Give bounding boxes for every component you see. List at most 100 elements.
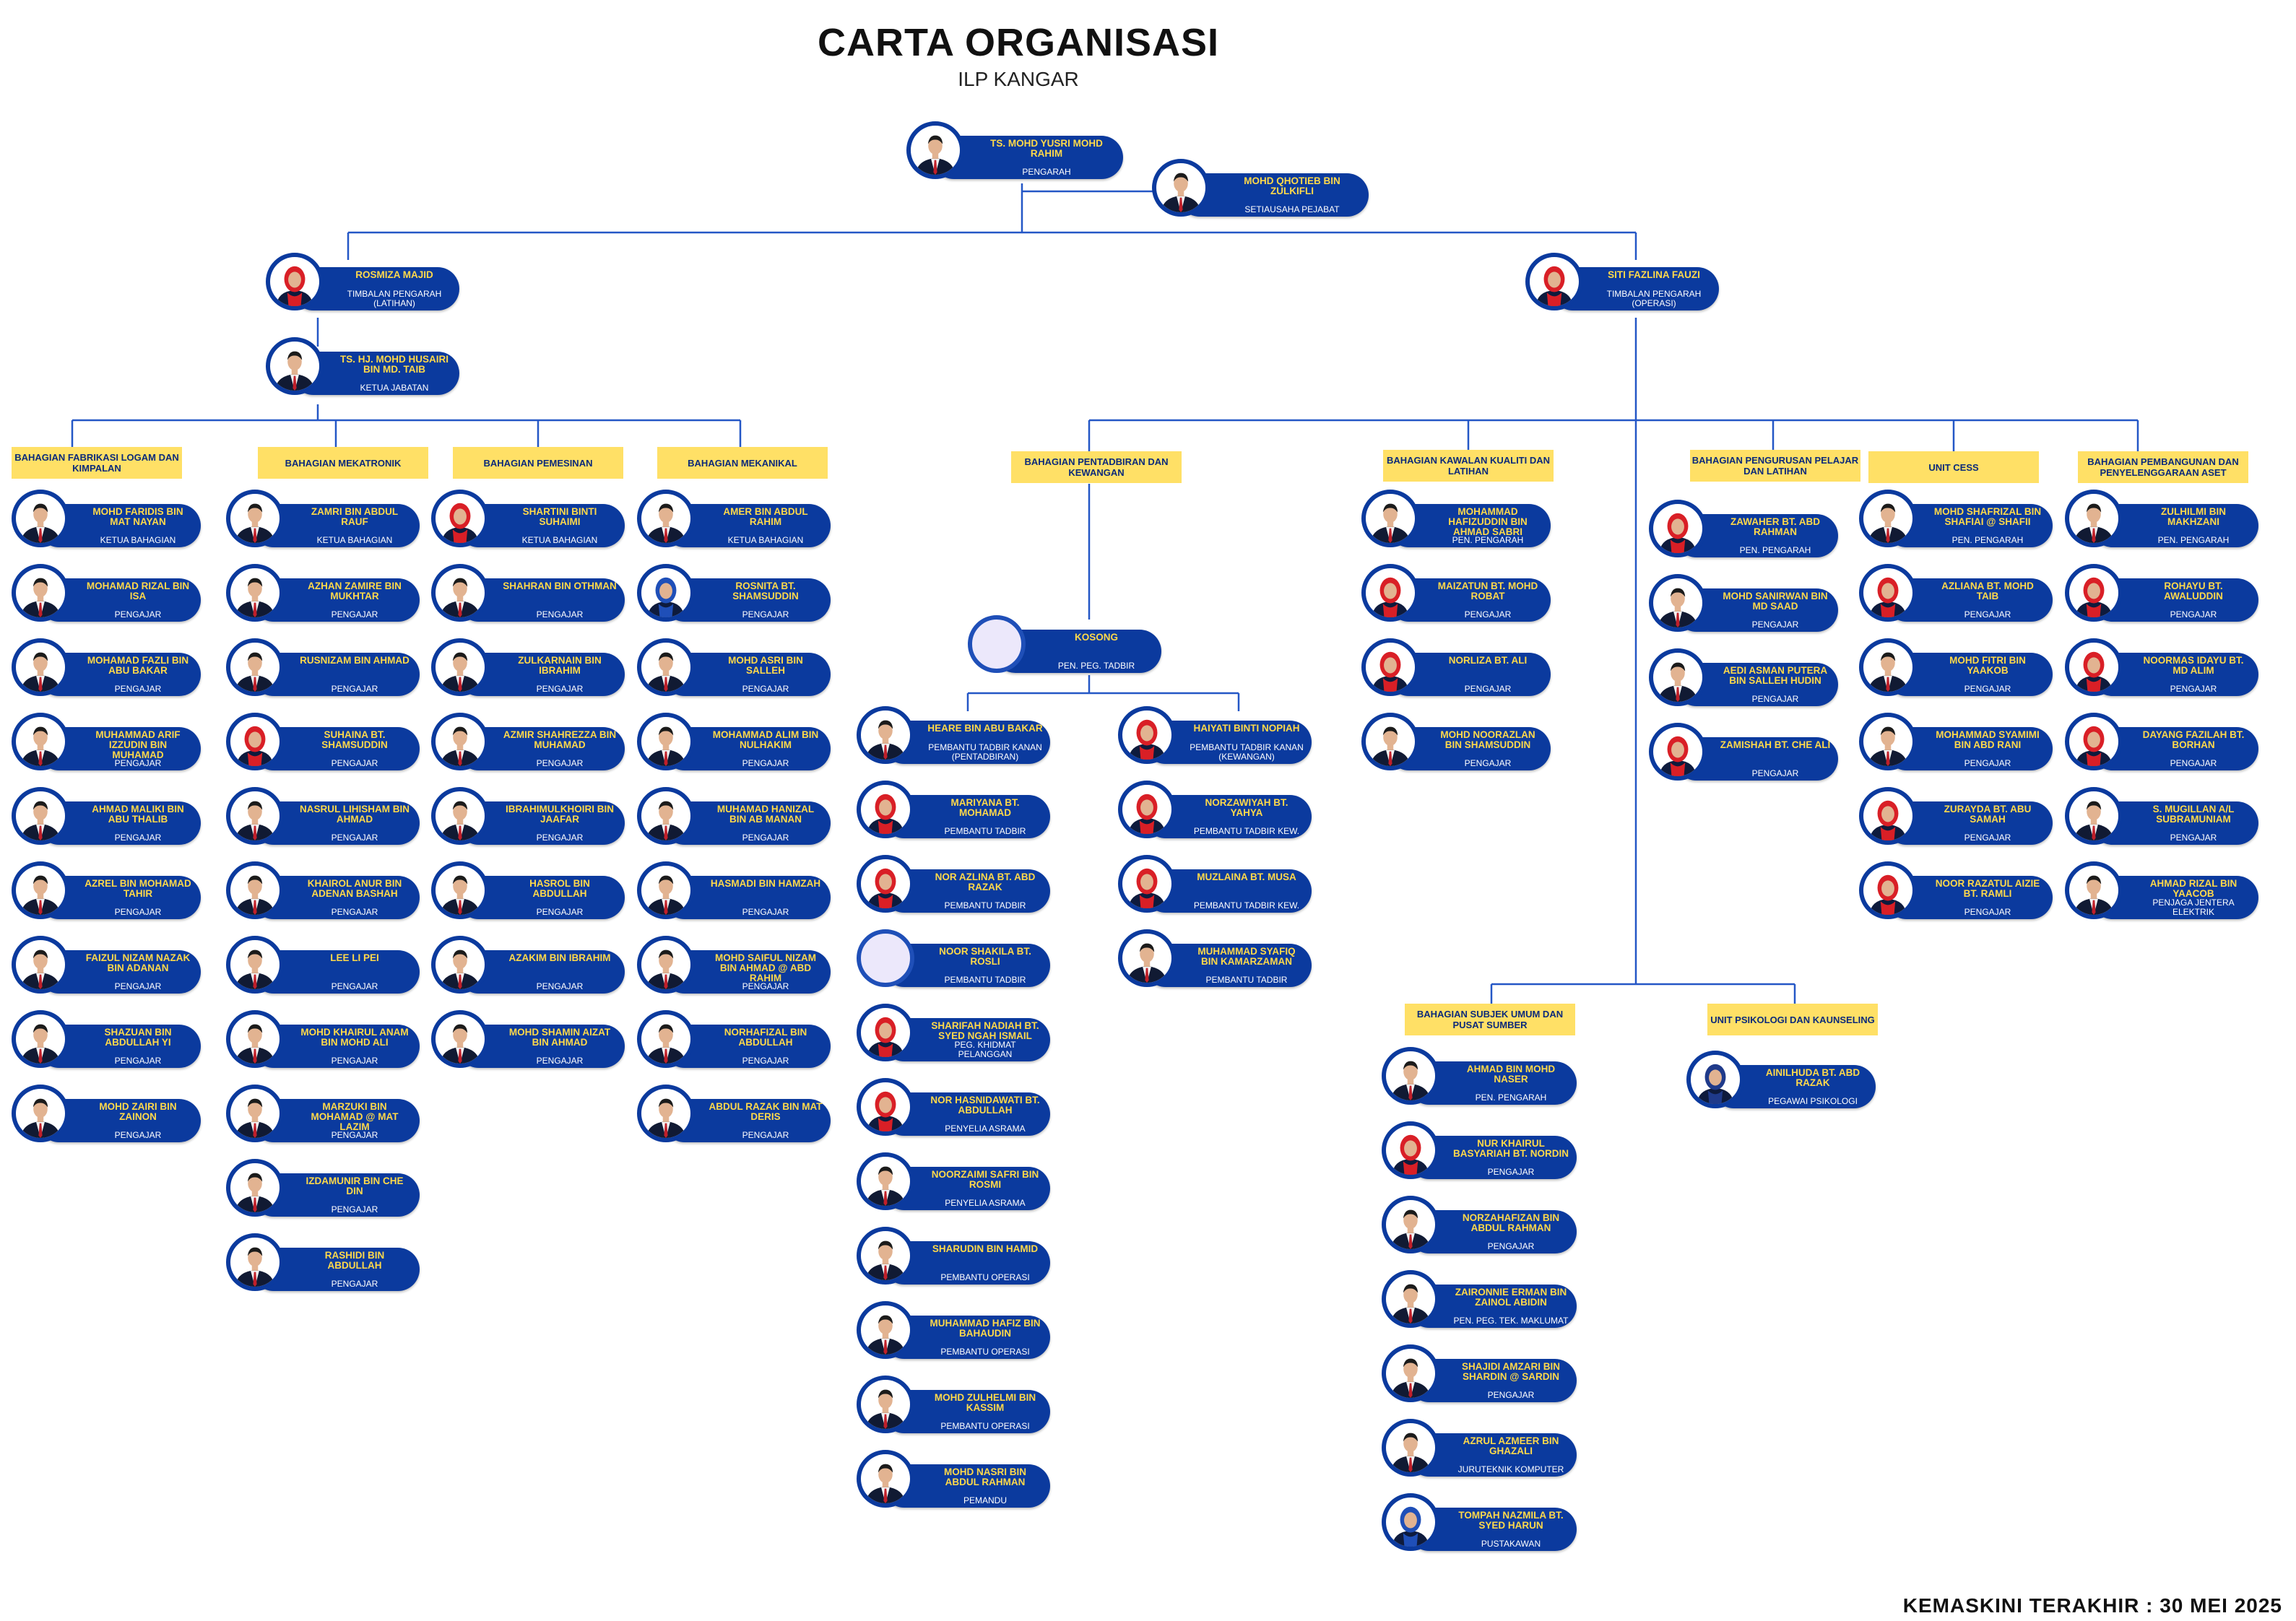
person-name: ZAWAHER BT. ABD RAHMAN bbox=[1730, 516, 1820, 537]
avatar-photo-icon bbox=[1118, 706, 1176, 764]
department-label: BAHAGIAN KAWALAN KUALITI DAN LATIHAN bbox=[1383, 450, 1554, 482]
person-role: PENYELIA ASRAMA bbox=[945, 1198, 1026, 1208]
avatar-photo-icon bbox=[857, 1078, 914, 1136]
avatar-photo-icon bbox=[1649, 574, 1707, 632]
person-role: PENGAJAR bbox=[742, 1056, 789, 1066]
person-name: SHARTINI BINTI SUHAIMI bbox=[522, 506, 597, 527]
avatar-photo-icon bbox=[431, 936, 489, 994]
person-role: PENGARAH bbox=[1022, 167, 1071, 177]
person-role: PENGAJAR bbox=[331, 833, 378, 843]
